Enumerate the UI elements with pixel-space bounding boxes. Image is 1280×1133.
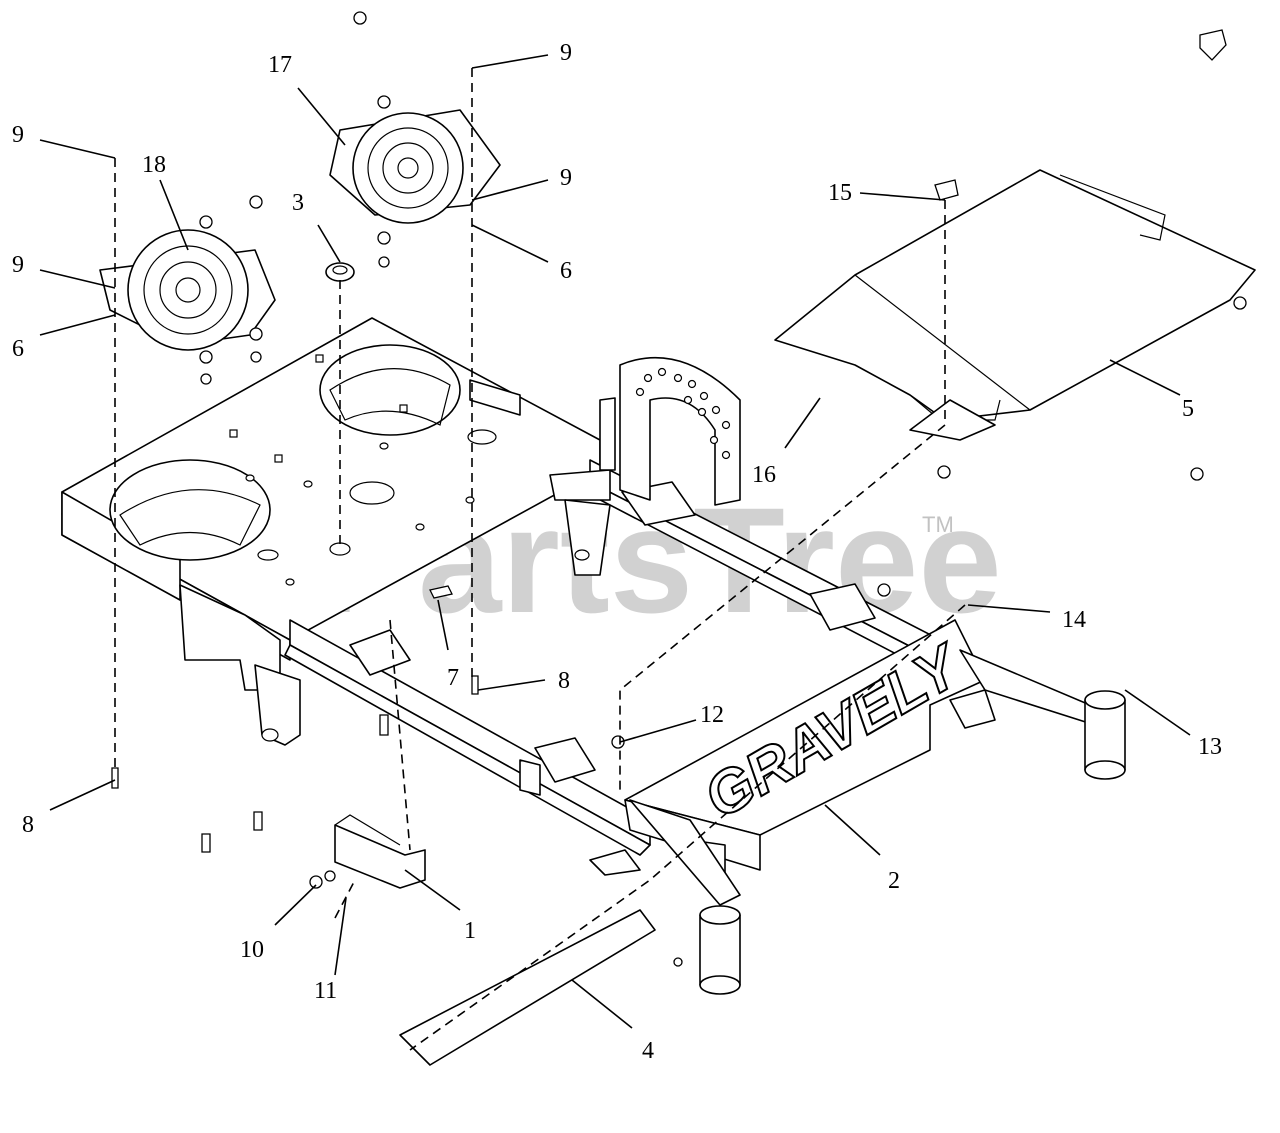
part-5-shield bbox=[774, 169, 1256, 441]
callout-9-top-right: 9 bbox=[560, 40, 572, 66]
callout-labels: 9 17 9 18 3 9 15 9 6 6 5 16 14 7 8 12 13… bbox=[12, 40, 1222, 1064]
callout-9-left-mid: 9 bbox=[12, 252, 24, 278]
callout-6-left: 6 bbox=[12, 336, 24, 362]
part-1-bracket bbox=[334, 814, 426, 889]
callout-15: 15 bbox=[828, 180, 852, 206]
callout-1: 1 bbox=[464, 918, 476, 944]
callout-8-left: 8 bbox=[22, 812, 34, 838]
callout-5: 5 bbox=[1182, 396, 1194, 422]
callout-14: 14 bbox=[1062, 607, 1086, 633]
callout-4: 4 bbox=[642, 1038, 654, 1064]
hardware-nuts bbox=[199, 11, 1247, 967]
callout-10: 10 bbox=[240, 937, 264, 963]
part-17-cover-plate bbox=[329, 109, 501, 224]
callout-12: 12 bbox=[700, 702, 724, 728]
callout-7: 7 bbox=[447, 665, 459, 691]
callout-17: 17 bbox=[268, 52, 292, 78]
leader-lines bbox=[39, 54, 1191, 1029]
part-18-cover-plate bbox=[99, 229, 276, 351]
callout-16: 16 bbox=[752, 462, 776, 488]
callout-9-left-top: 9 bbox=[12, 122, 24, 148]
callout-2: 2 bbox=[888, 868, 900, 894]
part-4-lower-plate bbox=[399, 909, 656, 1066]
callout-9-mid-right: 9 bbox=[560, 165, 572, 191]
brand-label: GRAVELY bbox=[693, 630, 974, 831]
watermark-tm: TM bbox=[922, 512, 954, 537]
seat-plate-holes bbox=[635, 367, 731, 460]
assembly-lines bbox=[114, 68, 966, 1051]
callout-6-right: 6 bbox=[560, 258, 572, 284]
callout-11: 11 bbox=[314, 978, 337, 1004]
hardware-bolts bbox=[111, 29, 1227, 853]
part-3-grommet bbox=[325, 262, 355, 282]
callout-8-center: 8 bbox=[558, 668, 570, 694]
callout-18: 18 bbox=[142, 152, 166, 178]
callout-3: 3 bbox=[292, 190, 304, 216]
callout-13: 13 bbox=[1198, 734, 1222, 760]
